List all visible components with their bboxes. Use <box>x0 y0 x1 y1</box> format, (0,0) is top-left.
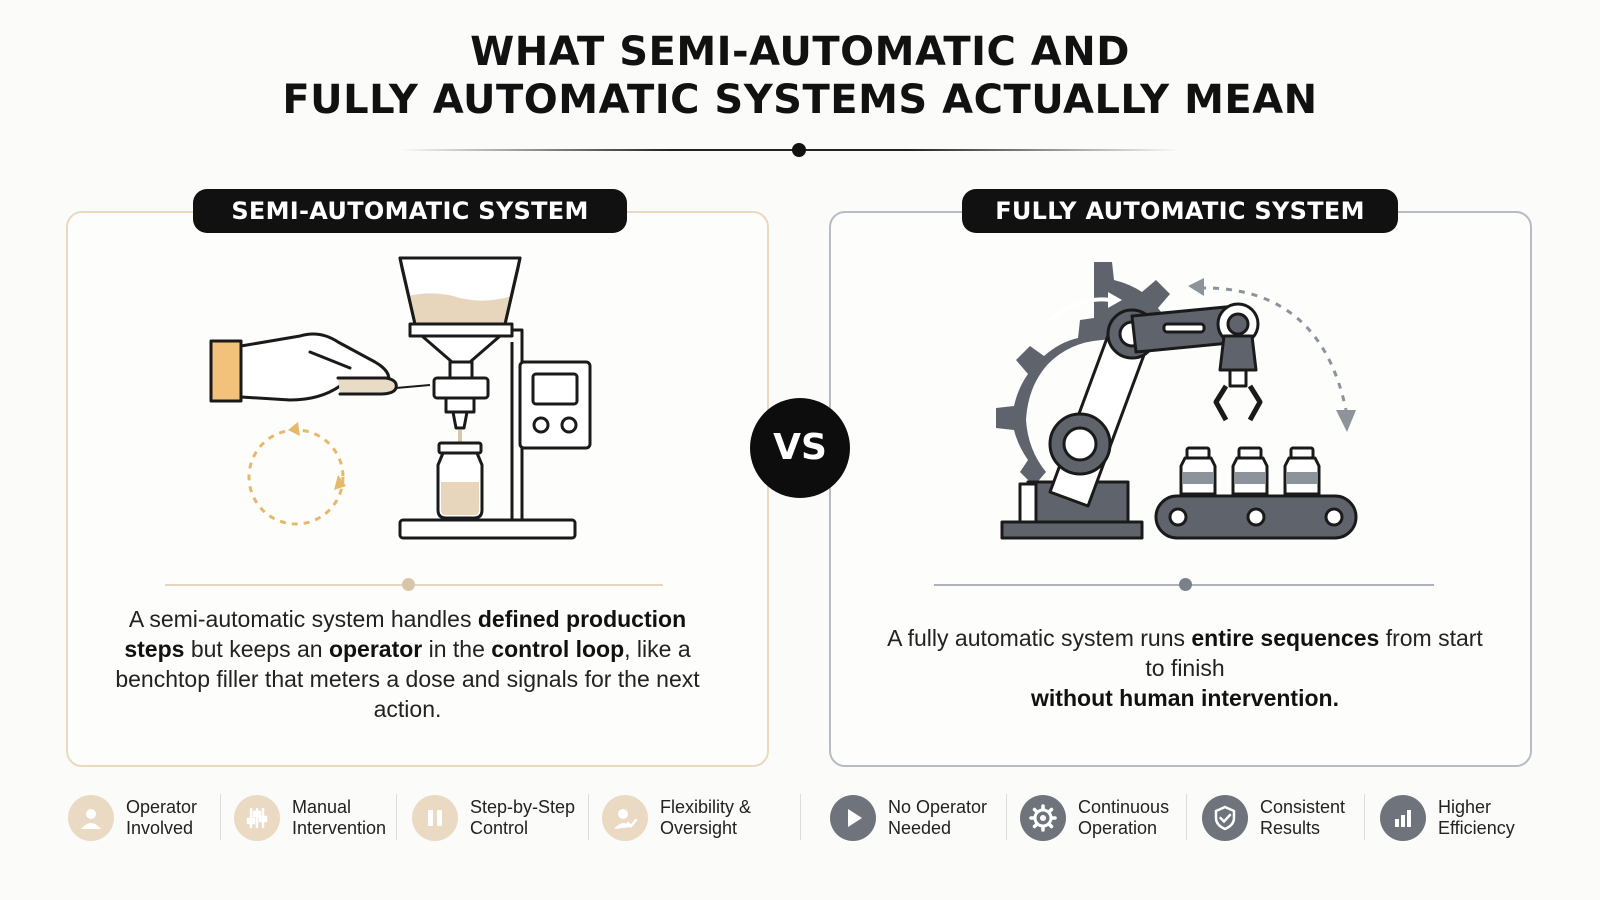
feature-label: Flexibility & Oversight <box>660 797 752 838</box>
feature-operator-involved: Operator Involved <box>68 790 236 846</box>
full-divider-dot <box>1179 578 1192 591</box>
feature-flexibility-oversight: Flexibility & Oversight <box>602 790 770 846</box>
operator-icon <box>68 795 114 841</box>
fully-automatic-description: A fully automatic system runs entire seq… <box>880 623 1490 713</box>
feature-step-by-step-control: Step-by-Step Control <box>412 790 580 846</box>
pause-icon <box>412 795 458 841</box>
desc-emphasis: without human intervention. <box>1031 685 1339 711</box>
feature-continuous-operation: Continuous Operation <box>1020 790 1188 846</box>
desc-emphasis: entire sequences <box>1191 625 1380 651</box>
title-line-2: FULLY AUTOMATIC SYSTEMS ACTUALLY MEAN <box>282 77 1318 123</box>
desc-text: A semi-automatic system handles <box>128 606 478 632</box>
feature-separator <box>1186 794 1187 840</box>
gear-icon <box>1020 795 1066 841</box>
feature-separator <box>1364 794 1365 840</box>
feature-label: Operator Involved <box>126 797 198 838</box>
sliders-icon <box>234 795 280 841</box>
bar-chart-icon <box>1380 795 1426 841</box>
feature-label: Continuous Operation <box>1078 797 1170 838</box>
operator-hand-icon <box>209 332 398 403</box>
user-check-icon <box>602 795 648 841</box>
shield-check-icon <box>1202 795 1248 841</box>
feature-separator <box>220 794 221 840</box>
feature-manual-intervention: Manual Intervention <box>234 790 402 846</box>
robotic-arm-illustration <box>996 262 1358 540</box>
title-line-1: WHAT SEMI-AUTOMATIC AND <box>470 29 1130 75</box>
feature-label: Step-by-Step Control <box>470 797 576 838</box>
feature-higher-efficiency: Higher Efficiency <box>1380 790 1548 846</box>
feature-separator <box>588 794 589 840</box>
benchtop-filler-illustration <box>209 256 592 540</box>
feature-no-operator-needed: No Operator Needed <box>830 790 998 846</box>
desc-text: A fully automatic system runs <box>887 625 1192 651</box>
desc-text: but keeps an <box>184 636 329 662</box>
feature-label: Consistent Results <box>1260 797 1346 838</box>
page-title: WHAT SEMI-AUTOMATIC AND FULLY AUTOMATIC … <box>0 28 1600 124</box>
semi-automatic-description: A semi-automatic system handles defined … <box>110 604 705 724</box>
feature-strip: Operator Involved Manual Intervention St… <box>0 790 1600 850</box>
desc-text: , like a benchtop filler that meters a d… <box>115 636 700 722</box>
cycle-arrows-icon <box>247 428 345 526</box>
feature-label: Manual Intervention <box>292 797 387 838</box>
fully-automatic-heading: FULLY AUTOMATIC SYSTEM <box>962 189 1398 233</box>
feature-consistent-results: Consistent Results <box>1202 790 1370 846</box>
feature-label: Higher Efficiency <box>1438 797 1515 838</box>
feature-separator <box>1006 794 1007 840</box>
feature-label: No Operator Needed <box>888 797 988 838</box>
desc-emphasis: defined production steps <box>124 606 687 662</box>
play-icon <box>830 795 876 841</box>
feature-group-separator <box>800 794 801 840</box>
title-divider-dot <box>792 143 806 157</box>
desc-text: in the <box>422 636 492 662</box>
feature-separator <box>396 794 397 840</box>
semi-automatic-heading: SEMI-AUTOMATIC SYSTEM <box>193 189 627 233</box>
desc-text: from start to finish <box>1145 625 1483 681</box>
title-divider <box>400 149 1180 151</box>
desc-emphasis: control loop <box>491 636 625 662</box>
vs-badge: VS <box>750 398 850 498</box>
semi-divider-dot <box>402 578 415 591</box>
desc-emphasis: operator <box>328 636 423 662</box>
